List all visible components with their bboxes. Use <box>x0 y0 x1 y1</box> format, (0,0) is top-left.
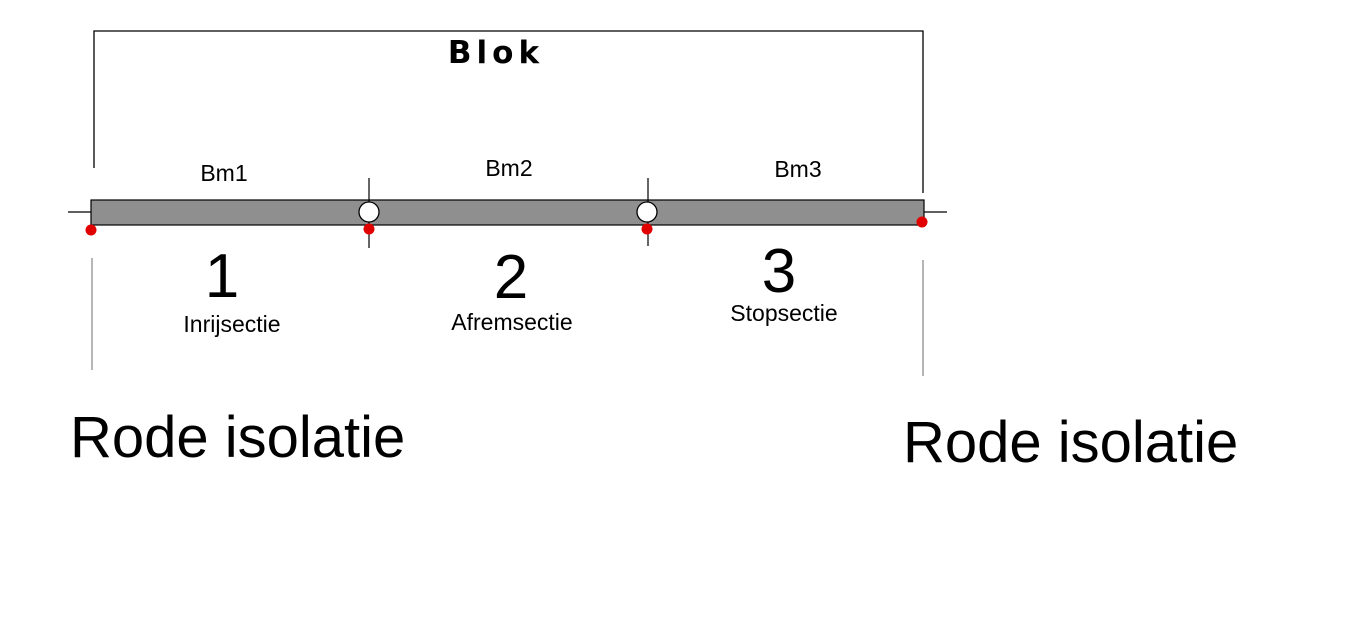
section-3-number: 3 <box>762 237 796 306</box>
section-1-name: Inrijsectie <box>183 311 280 337</box>
block-bracket <box>93 30 924 193</box>
section-3-name: Stopsectie <box>730 300 837 326</box>
insulated-joint-2 <box>636 201 658 223</box>
block-title: Blok <box>448 35 544 71</box>
section-2-number: 2 <box>494 243 528 312</box>
track-rail <box>90 199 925 226</box>
red-isolation-dot-1 <box>363 223 375 235</box>
red-isolation-dot-right <box>916 216 928 228</box>
isolation-label-left: Rode isolatie <box>70 405 405 470</box>
insulated-joint-1 <box>358 201 380 223</box>
red-isolation-dot-2 <box>641 223 653 235</box>
isolation-label-right: Rode isolatie <box>903 410 1238 475</box>
section-2-bm-label: Bm2 <box>485 155 532 181</box>
section-2-name: Afremsectie <box>451 309 572 335</box>
section-1-bm-label: Bm1 <box>200 160 247 186</box>
red-isolation-dot-left <box>85 224 97 236</box>
section-1-number: 1 <box>205 242 239 311</box>
section-3-bm-label: Bm3 <box>774 156 821 182</box>
